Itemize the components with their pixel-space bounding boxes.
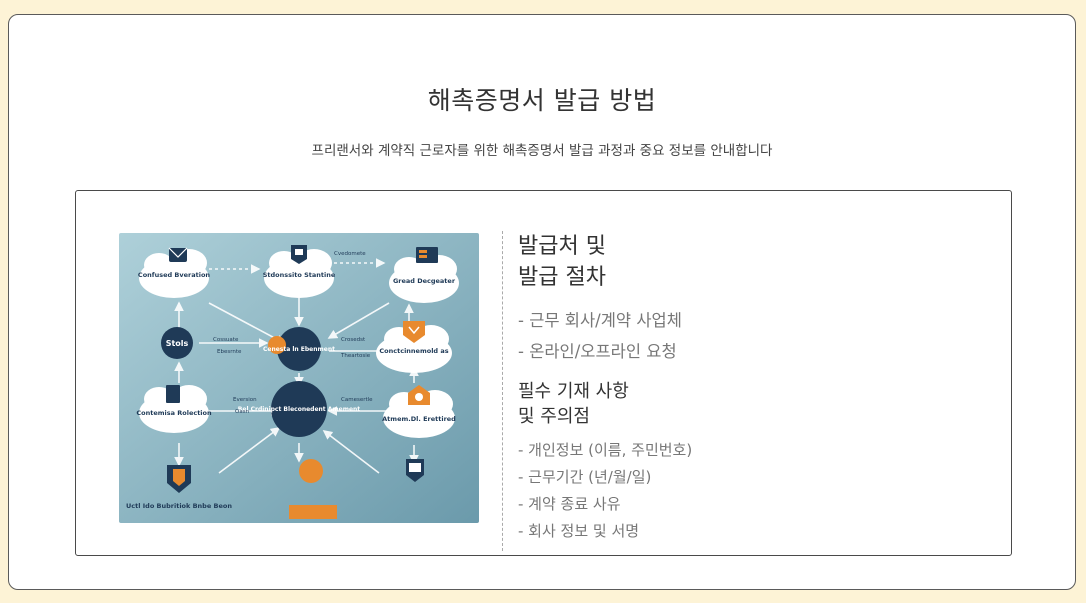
info-column: 발급처 및 발급 절차 - 근무 회사/계약 사업체 - 온라인/오프라인 요청… [518, 231, 988, 545]
main-card: 해촉증명서 발급 방법 프리랜서와 계약직 근로자를 위한 해촉증명서 발급 과… [8, 14, 1076, 590]
illustration-label: Conctcinnemold as [379, 347, 448, 355]
illustration-small-label: Eversion [233, 397, 257, 403]
illustration-small-label: Crosedst [341, 337, 366, 343]
list-item: - 온라인/오프라인 요청 [518, 342, 677, 361]
illustration-small-label: Camesertle [341, 397, 373, 403]
heading-line: 발급 절차 [518, 265, 606, 290]
illustration-label: Confused Bveration [138, 271, 211, 279]
illustration-label: Stols [166, 339, 189, 348]
list-item: - 계약 종료 사유 [518, 495, 621, 513]
illustration-label: Uctl Ido Bubritiok Bnbe Beon [126, 502, 232, 510]
illustration-label: Bel Crdinipct Bleconedent Amement [238, 406, 361, 413]
issuance-list: - 근무 회사/계약 사업체 - 온라인/오프라인 요청 [518, 305, 988, 367]
column-divider [502, 231, 503, 551]
heading-line: 발급처 및 [518, 234, 606, 259]
content-card: Confused Bveration Stdonssito Stantine G… [75, 190, 1012, 556]
section-heading-issuance: 발급처 및 발급 절차 [518, 231, 988, 293]
list-item: - 근무 회사/계약 사업체 [518, 311, 682, 330]
illustration-small-label: Oasn [235, 409, 250, 415]
page-subtitle: 프리랜서와 계약직 근로자를 위한 해촉증명서 발급 과정과 중요 정보를 안내… [311, 143, 773, 159]
illustration-small-label: Cossuate [213, 337, 239, 343]
illustration-small-label: Theartosie [340, 353, 371, 359]
illustration-small-label: Cvedomete [334, 251, 366, 257]
list-item: - 근무기간 (년/월/일) [518, 468, 652, 486]
process-illustration: Confused Bveration Stdonssito Stantine G… [119, 233, 479, 523]
requirements-list: - 개인정보 (이름, 주민번호) - 근무기간 (년/월/일) - 계약 종료… [518, 437, 988, 545]
section-heading-requirements: 필수 기재 사항 및 주의점 [518, 379, 988, 429]
process-diagram-image: Confused Bveration Stdonssito Stantine G… [119, 233, 479, 523]
illustration-label: Cenesta ln Ebenment [263, 346, 335, 353]
list-item: - 개인정보 (이름, 주민번호) [518, 441, 693, 459]
illustration-label: Atmem.Dl. Erettired [382, 415, 456, 423]
illustration-label: Gread Decgeater [393, 277, 456, 285]
heading-line: 및 주의점 [518, 406, 590, 427]
illustration-label: Contemisa Rolection [136, 409, 212, 417]
illustration-label: Stdonssito Stantine [263, 271, 336, 279]
illustration-small-label: Ebesrnte [217, 349, 242, 355]
heading-line: 필수 기재 사항 [518, 381, 629, 402]
page-title: 해촉증명서 발급 방법 [427, 86, 657, 115]
list-item: - 회사 정보 및 서명 [518, 522, 640, 540]
